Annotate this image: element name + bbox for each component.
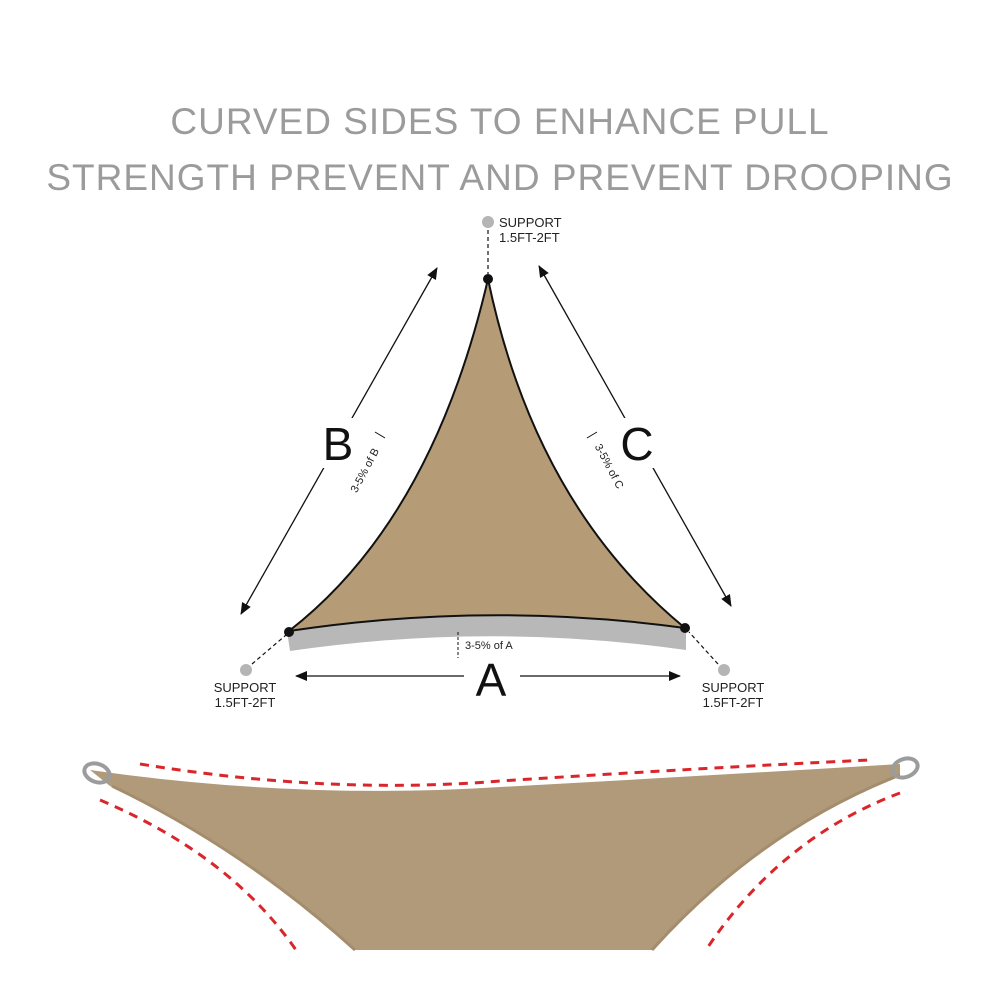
support-right-sublabel: 1.5FT-2FT — [703, 695, 764, 710]
headline-line-1: CURVED SIDES TO ENHANCE PULL — [170, 101, 830, 142]
side-b-curve-tick — [374, 431, 386, 439]
side-a-letter: A — [476, 654, 507, 706]
bottom-edge-shadow — [287, 614, 686, 651]
support-right-label: SUPPORT — [702, 680, 765, 695]
red-dash-right — [704, 791, 901, 951]
support-top-sublabel: 1.5FT-2FT — [499, 230, 560, 245]
side-c-letter: C — [620, 418, 653, 470]
support-left-sublabel: 1.5FT-2FT — [215, 695, 276, 710]
support-right-tie — [688, 631, 719, 665]
support-left-label: SUPPORT — [214, 680, 277, 695]
headline-line-2: STRENGTH PREVENT AND PREVENT DROOPING — [46, 157, 954, 198]
side-b-letter: B — [323, 418, 354, 470]
support-left-dot — [240, 664, 252, 676]
side-c-letter-gap — [612, 418, 662, 468]
red-dash-left — [99, 798, 298, 951]
d-ring-left-icon — [82, 761, 112, 785]
support-right-dot — [718, 664, 730, 676]
support-left-tie — [251, 634, 287, 665]
sail-fabric-photo — [90, 764, 900, 950]
sail-fabric-hem — [111, 773, 901, 952]
corner-top-dot — [483, 274, 493, 284]
side-a-letter-gap — [464, 652, 520, 702]
support-top-dot — [482, 216, 494, 228]
side-a-curve-note: 3-5% of A — [465, 640, 513, 652]
support-top-label: SUPPORT — [499, 215, 562, 230]
corner-left-dot — [284, 627, 294, 637]
red-dash-top — [139, 758, 871, 787]
side-b-letter-gap — [316, 418, 362, 468]
corner-right-dot — [680, 623, 690, 633]
side-c-curve-tick — [586, 431, 598, 439]
d-ring-right-icon — [890, 756, 920, 780]
